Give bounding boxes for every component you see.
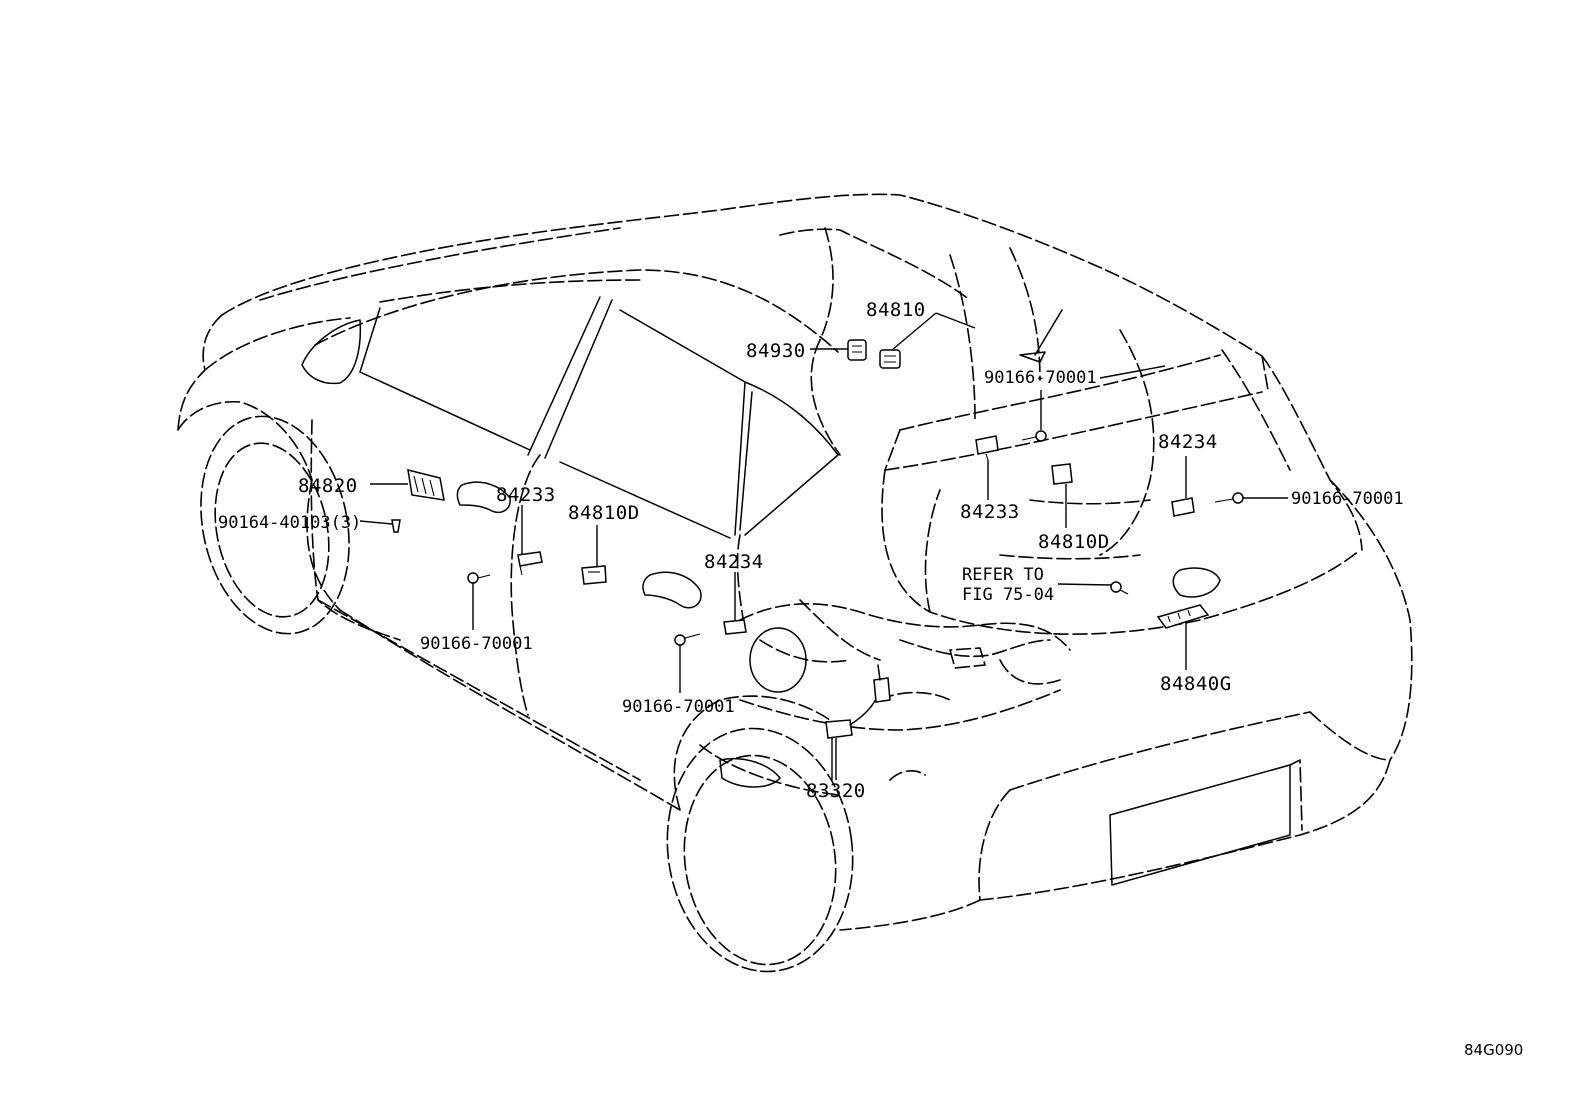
callout-83320: 83320: [806, 780, 866, 802]
part-84810D-switch-right: [1051, 463, 1073, 485]
callout-90166-left-low: 90166-70001: [622, 697, 735, 717]
callout-84810: 84810: [866, 299, 926, 321]
callout-90164: 90164-40103(3): [218, 513, 361, 533]
callout-labels: 84810 84930 90166-70001 84234 90166-7000…: [218, 299, 1523, 1059]
callout-84820: 84820: [298, 475, 358, 497]
part-84234-courtesy-switch-left: [723, 619, 747, 635]
callout-84233-left: 84233: [496, 484, 556, 506]
callout-84930: 84930: [746, 340, 806, 362]
callout-84810D-right: 84810D: [1038, 531, 1110, 553]
part-90166-screw-left: [467, 572, 491, 584]
callout-90166-roof: 90166-70001: [984, 368, 1097, 388]
part-84233-courtesy-switch-left: [517, 551, 543, 576]
callout-90166-right: 90166-70001: [1291, 489, 1404, 509]
callout-84233-right: 84233: [960, 501, 1020, 523]
car-body-outline: [177, 193, 1413, 973]
part-84233-courtesy-switch-right: [975, 435, 999, 461]
figure-code: 84G090: [1464, 1041, 1523, 1059]
part-refer-screw: [1110, 581, 1129, 595]
callout-fig-75-04: FIG 75-04: [962, 585, 1054, 605]
leader-lines: [359, 312, 1288, 780]
part-84810-switch: [879, 349, 901, 369]
part-84820-power-window-switch: [407, 468, 445, 501]
parts: [391, 309, 1244, 739]
part-84810D-switch-left: [581, 565, 607, 585]
part-90166-screw-right: [1214, 492, 1244, 504]
part-83320-module: [825, 664, 891, 739]
part-84930-switch: [847, 339, 867, 361]
part-84840G-switch: [1156, 604, 1210, 629]
part-90166-screw-roof: [1021, 430, 1047, 442]
callout-84234-right: 84234: [1158, 431, 1218, 453]
callout-84234-left: 84234: [704, 551, 764, 573]
callout-84840G: 84840G: [1160, 673, 1232, 695]
callout-90166-left-mid: 90166-70001: [420, 634, 533, 654]
callout-84810D-left: 84810D: [568, 502, 640, 524]
callout-refer-to: REFER TO: [962, 565, 1044, 585]
part-90164-screw: [391, 519, 401, 533]
part-90166-screw-left-low: [674, 633, 701, 646]
part-84234-courtesy-switch-right: [1171, 497, 1195, 517]
